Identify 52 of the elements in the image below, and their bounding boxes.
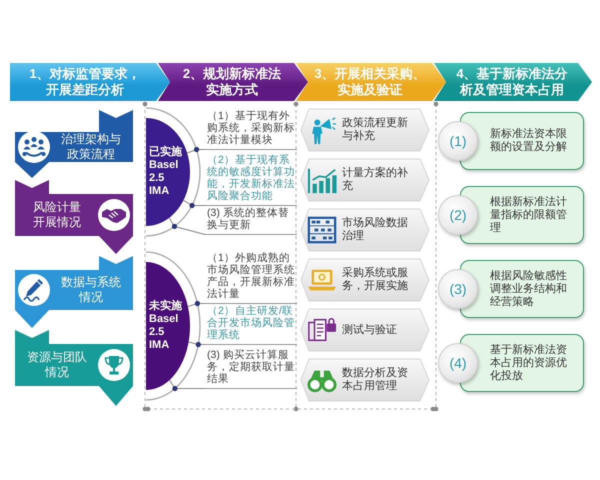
option-text: （2）自主研发/联合开发市场风险管理系统 xyxy=(205,305,297,345)
leader-line xyxy=(187,303,206,307)
panel-text: 数据与系统情况 xyxy=(60,275,122,305)
chevron-banner xyxy=(158,63,308,101)
step-card xyxy=(300,358,430,402)
step-card xyxy=(300,258,430,302)
result-text: 根据新标准法计量指标的限额管理 xyxy=(490,196,568,234)
result-text: 根据风险敏感性调整业务结构和经营策略 xyxy=(490,270,568,308)
chevron-banner xyxy=(434,63,592,101)
status-label: 已实施 Basel 2.5 IMA xyxy=(149,146,183,198)
banner-text: 3、开展相关采购、实施及验证 xyxy=(313,66,427,98)
arrow-panel xyxy=(15,110,133,178)
banner-text: 1、对标监管要求，开展差距分析 xyxy=(28,66,142,98)
arrow-panel xyxy=(15,330,133,406)
step-text: 测试与验证 xyxy=(342,324,398,336)
leader-line xyxy=(168,217,206,235)
step-card xyxy=(300,308,430,352)
panel-text: 风险计量开展情况 xyxy=(32,200,82,230)
leader-line xyxy=(169,380,206,389)
step-card xyxy=(300,208,430,252)
arrow-panel xyxy=(15,180,133,254)
half-disc-panel xyxy=(146,118,190,226)
chevron-banner xyxy=(10,63,170,101)
leader-line xyxy=(183,200,206,206)
panel-text: 资源与团队情况 xyxy=(26,350,88,380)
chevron-banner xyxy=(296,63,446,101)
option-text: （1）外购成熟的市场风险管理系统产品，开展新标准法计量 xyxy=(205,252,297,304)
step-card xyxy=(300,108,430,152)
step-text: 采购系统或服务，开展实施 xyxy=(342,267,409,293)
leader-line xyxy=(188,342,206,345)
arrow-panel xyxy=(15,256,133,328)
leader-line xyxy=(186,149,206,154)
step-text: 数据分析及资本占用管理 xyxy=(342,367,409,393)
banner-text: 2、规划新标准法实施方式 xyxy=(182,66,282,98)
status-label: 未实施 Basel 2.5 IMA xyxy=(149,300,183,352)
step-card xyxy=(300,158,430,202)
step-number: (2) xyxy=(438,195,478,235)
option-text: (3) 系统的整体替换与更新 xyxy=(205,207,297,235)
option-text: （1）基于现有外购系统，采购新标准法计量模块 xyxy=(205,110,297,150)
half-disc-panel xyxy=(146,262,190,390)
banner-text: 4、基于新标准法分析及管理资本占用 xyxy=(455,66,569,98)
step-number: (3) xyxy=(438,269,478,309)
result-text: 基于新标准法资本占用的资源优化投放 xyxy=(490,344,568,382)
step-text: 计量方案的补充 xyxy=(342,167,409,193)
step-text: 市场风险数据治理 xyxy=(342,217,409,243)
step-number: (4) xyxy=(438,343,478,383)
option-text: （2）基于现有系统的敏感度计算功能，开发新标准法风险聚合功能 xyxy=(205,154,297,206)
step-number: (1) xyxy=(438,121,478,161)
result-text: 新标准法资本限额的设置及分解 xyxy=(490,128,568,154)
option-text: (3) 购买云计算服务，定期获取计量结果 xyxy=(205,349,297,389)
step-text: 政策流程更新与补充 xyxy=(342,117,409,143)
panel-text: 治理架构与政策流程 xyxy=(60,132,122,162)
